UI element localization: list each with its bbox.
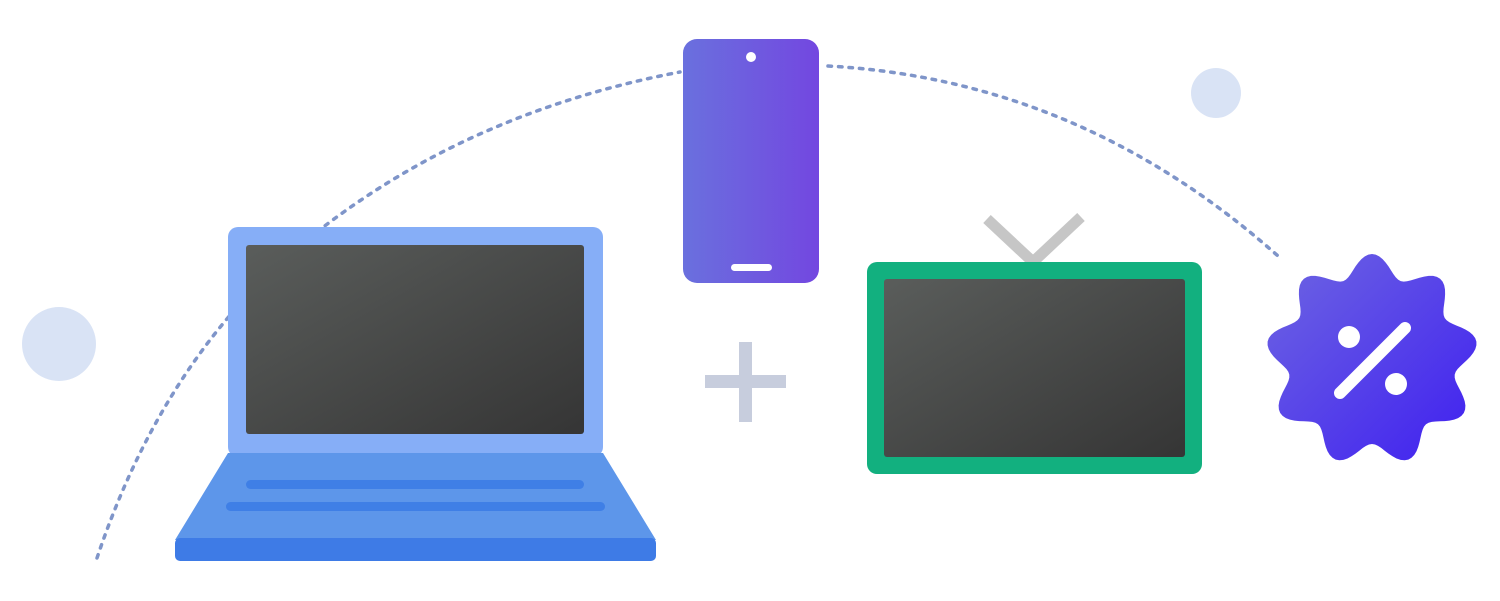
percent-dot-top [1338,326,1360,348]
tv-antenna [983,212,1085,267]
phone-body [683,39,819,283]
laptop-icon [175,227,656,561]
phone-camera [746,52,756,62]
smartphone-icon [683,39,819,283]
discount-badge-icon [1267,254,1477,461]
tv-screen [884,279,1185,457]
laptop-trackpad-bar [226,502,605,511]
laptop-key-row [246,480,584,489]
phone-home-bar [731,264,772,271]
bubble-right [1191,68,1241,118]
percent-slash [1334,322,1411,399]
laptop-screen [246,245,584,434]
laptop-base-edge [175,538,656,561]
bubble-left [22,307,96,381]
percent-dot-bottom [1385,373,1407,395]
laptop-base [175,453,656,540]
dotted-arc [95,64,1280,560]
television-icon [867,212,1202,474]
plus-icon [705,342,786,422]
